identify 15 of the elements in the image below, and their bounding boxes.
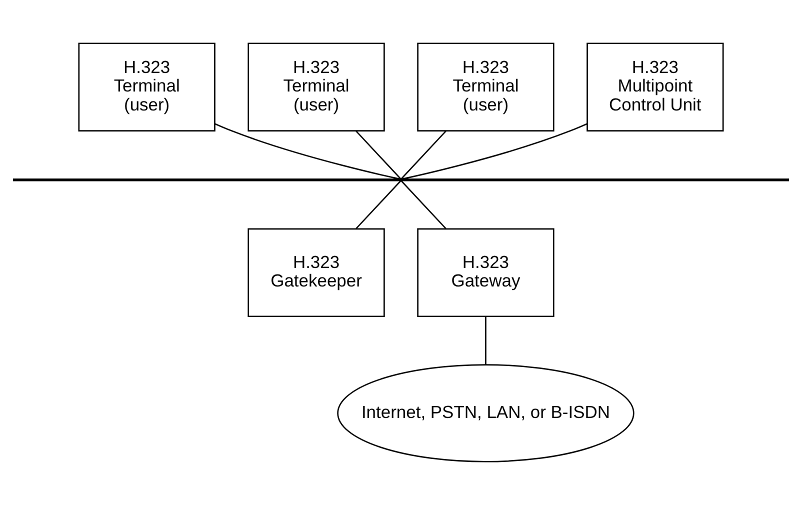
connector xyxy=(356,130,402,180)
node-bar xyxy=(13,178,789,182)
node-ellipse: Internet, PSTN, LAN, or B-ISDN xyxy=(337,364,634,462)
connector xyxy=(214,123,402,180)
connector xyxy=(400,123,588,180)
node-box: H.323 Terminal (user) xyxy=(78,42,216,132)
connector xyxy=(400,130,446,180)
node-box: H.323 Terminal (user) xyxy=(248,42,385,132)
node-box: H.323 Multipoint Control Unit xyxy=(586,42,724,132)
node-box: H.323 Terminal (user) xyxy=(417,42,554,132)
connector xyxy=(485,316,486,364)
node-box: H.323 Gateway xyxy=(417,228,554,318)
connector xyxy=(356,180,402,230)
node-box: H.323 Gatekeeper xyxy=(248,228,385,318)
connector xyxy=(400,180,446,230)
